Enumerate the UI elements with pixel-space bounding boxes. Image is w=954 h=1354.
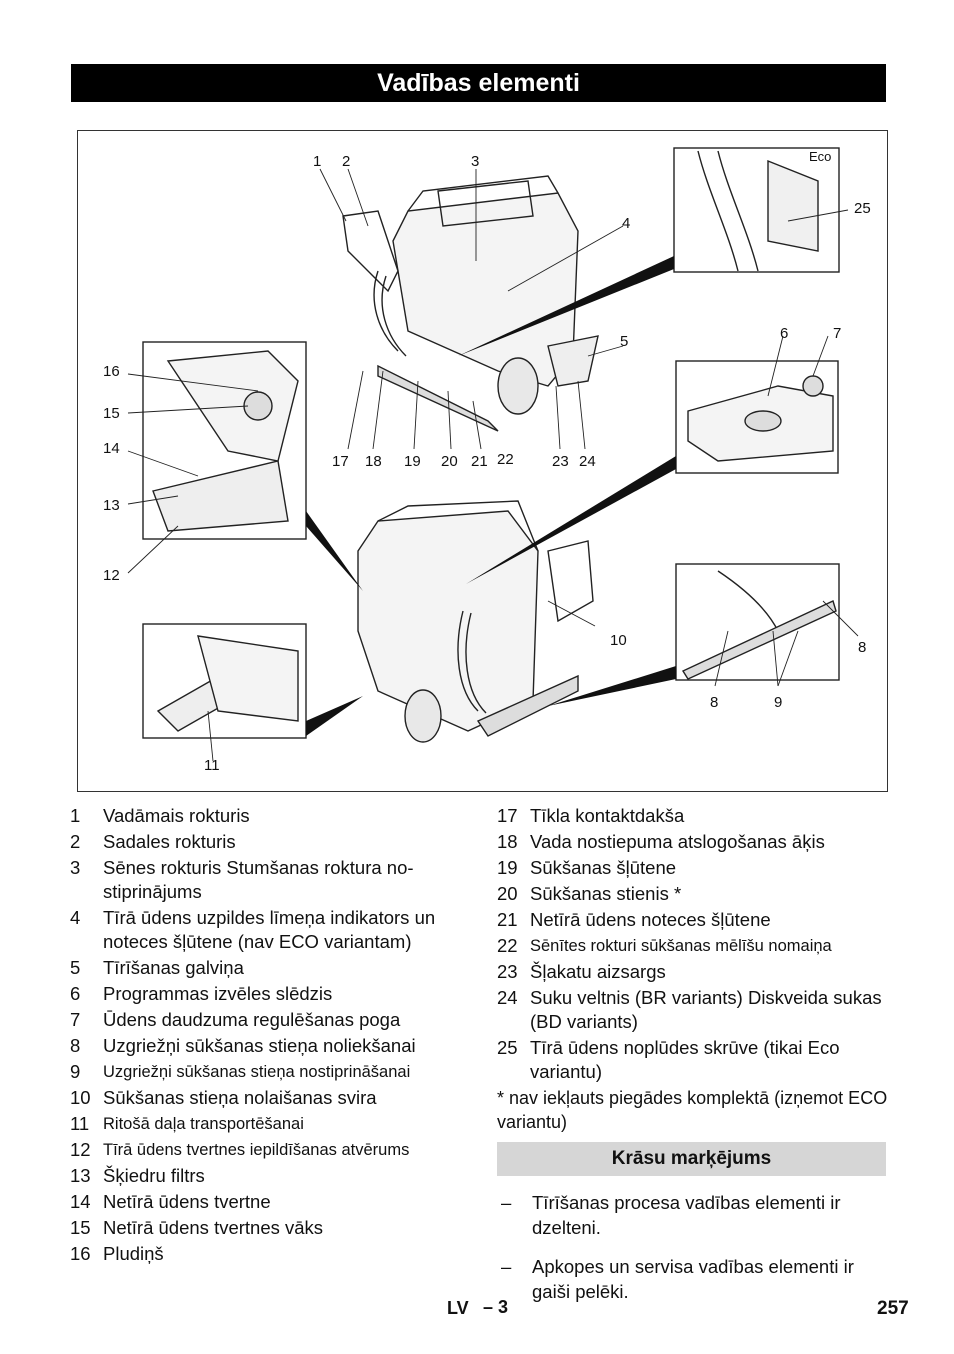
callout-16: 16: [103, 363, 120, 380]
list-item: –Tīrīšanas procesa vadības elementi ir d…: [497, 1190, 889, 1240]
callout-24: 24: [579, 453, 596, 470]
callout-21: 21: [471, 453, 488, 470]
callout-23: 23: [552, 453, 569, 470]
callout-6: 6: [780, 325, 789, 342]
callout-19: 19: [404, 453, 421, 470]
callout-10: 10: [610, 632, 627, 649]
machine-illustration: Eco 1 2 3 4 5 6 7 8 8 9 10 11 12 13 14 1…: [77, 130, 888, 792]
callout-2: 2: [342, 153, 351, 170]
callout-7: 7: [833, 325, 842, 342]
callout-5: 5: [620, 333, 629, 350]
callout-1: 1: [313, 153, 322, 170]
footer-page-marker: – 3: [483, 1297, 509, 1317]
callout-8-right: 8: [858, 639, 867, 656]
bullet-dash: –: [501, 1256, 512, 1277]
callout-17: 17: [332, 453, 349, 470]
page-number: 257: [877, 1298, 909, 1319]
bullet-dash: –: [501, 1192, 512, 1213]
callout-8-lower: 8: [710, 694, 719, 711]
callout-22: 22: [497, 451, 514, 468]
page-title: Vadības elementi: [71, 64, 886, 102]
callout-12: 12: [103, 567, 120, 584]
callout-3: 3: [471, 153, 480, 170]
color-section-heading: Krāsu marķējums: [497, 1142, 886, 1176]
callout-9: 9: [774, 694, 783, 711]
eco-label: Eco: [809, 149, 832, 164]
callout-18: 18: [365, 453, 382, 470]
callout-15: 15: [103, 405, 120, 422]
callout-14: 14: [103, 440, 120, 457]
callout-11: 11: [204, 757, 220, 774]
callout-13: 13: [103, 497, 120, 514]
callout-25: 25: [854, 200, 871, 217]
illustration-drawing: [127, 147, 859, 762]
footer-language: LV: [447, 1298, 469, 1318]
callout-20: 20: [441, 453, 458, 470]
callout-4: 4: [622, 215, 631, 232]
list-item: –Apkopes un servisa vadības elementi ir …: [497, 1254, 889, 1304]
footnote: * nav iekļauts piegādes komplektā (izņem…: [497, 1088, 888, 1132]
